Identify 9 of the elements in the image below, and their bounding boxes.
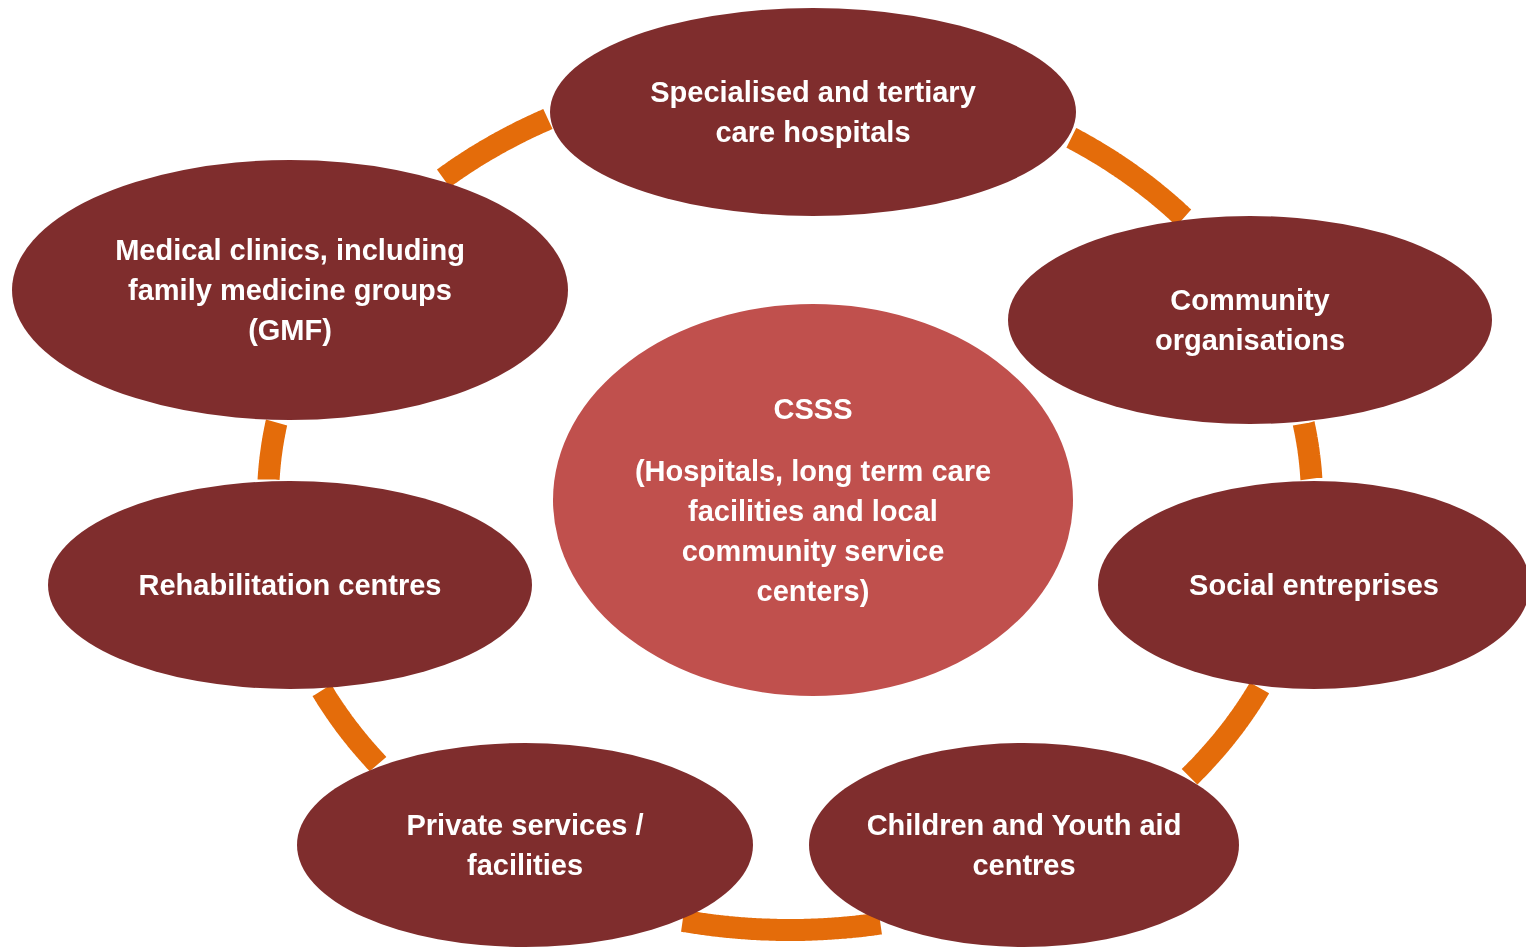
node-label: Social entreprises bbox=[1189, 568, 1439, 603]
node-label: Community organisations bbox=[1153, 283, 1347, 358]
node-label: CSSS bbox=[773, 391, 853, 427]
node-label: Rehabilitation centres bbox=[138, 568, 442, 603]
node-label: (Hospitals, long term care facilities and local community service centers) bbox=[633, 453, 993, 609]
node-label: Specialised and tertiary care hospitals bbox=[649, 75, 977, 150]
node-label: Children and Youth aid centres bbox=[865, 808, 1183, 883]
node-label: Medical clinics, including family medicine groups (GMF) bbox=[114, 232, 466, 348]
node-label: Private services / facilities bbox=[405, 808, 645, 883]
